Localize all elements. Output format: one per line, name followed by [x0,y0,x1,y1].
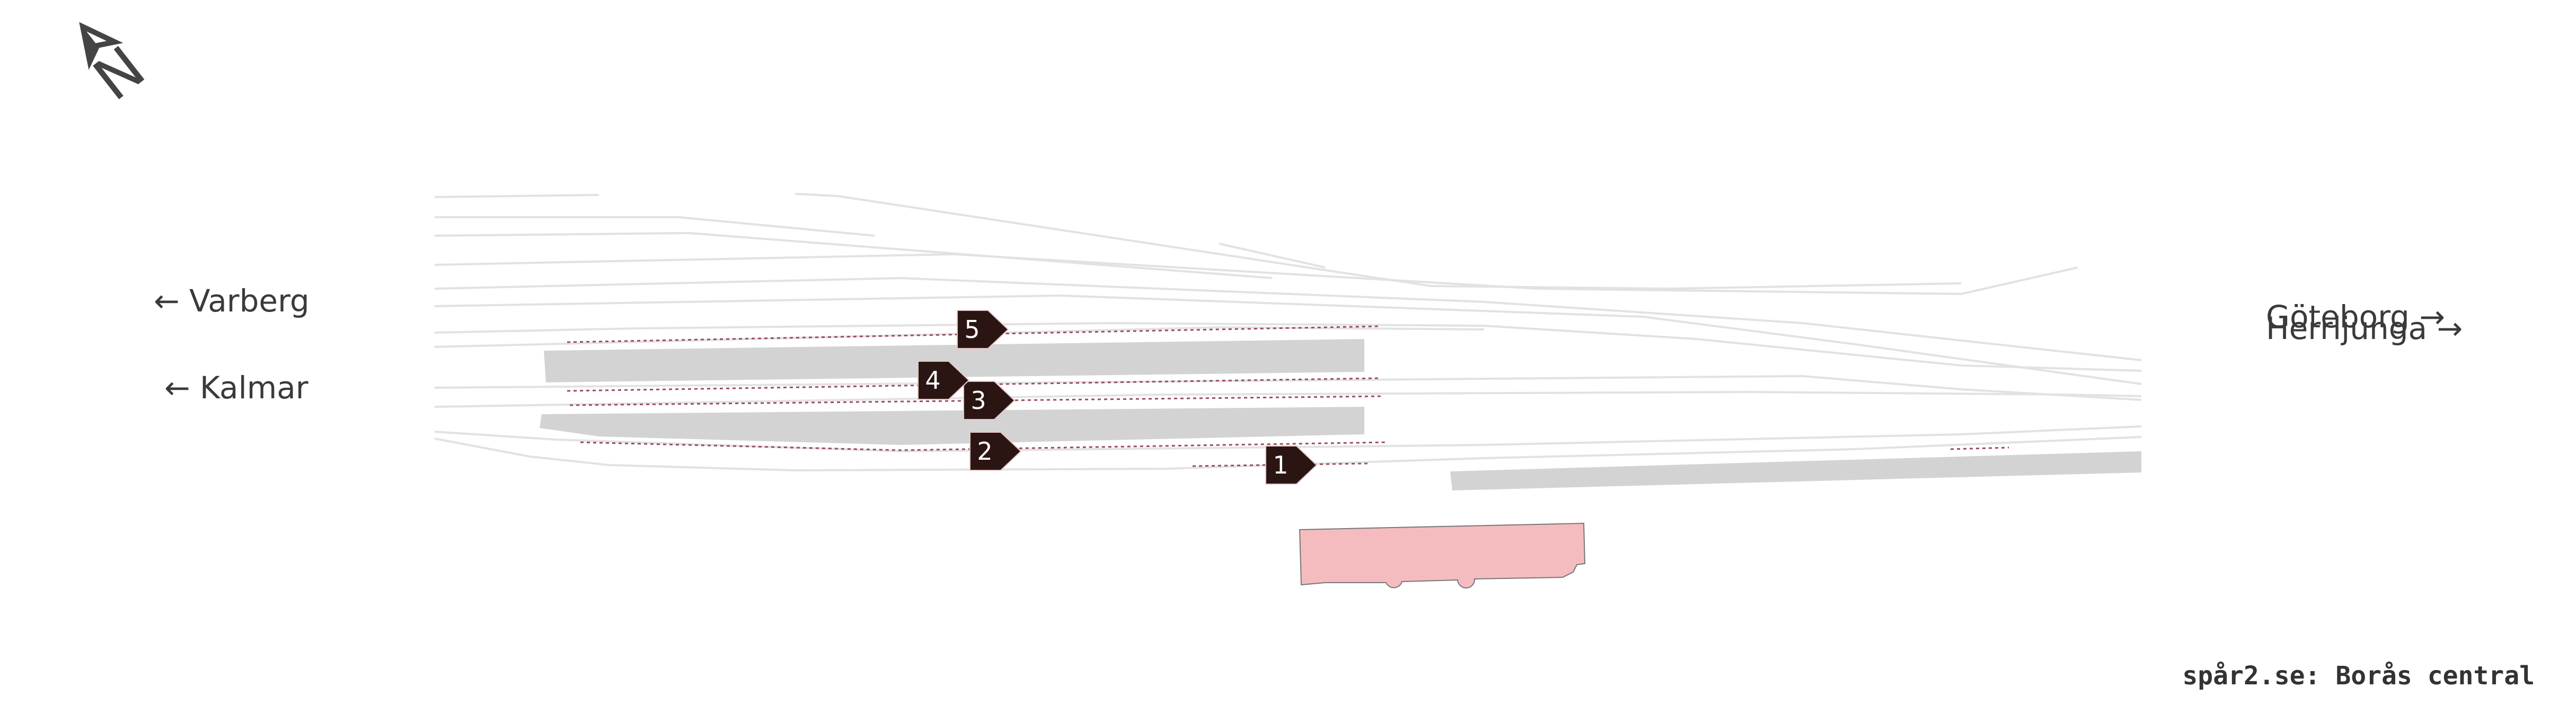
platforms [540,339,2141,490]
platform-edge-line [567,377,1379,392]
platform-middle [540,407,1364,445]
direction-kalmar: ← Kalmar [164,370,308,406]
track-number: 3 [971,386,986,415]
north-arrow-icon: N [79,22,157,113]
direction-goteborg: Göteborg → [2266,299,2445,335]
track-line [434,294,2142,385]
track-line [434,253,2078,296]
track-line [434,322,2142,372]
direction-herrljunga: Herrljunga → [2266,310,2463,346]
direction-varberg: ← Varberg [154,283,310,319]
platform-edge-line [1950,447,2009,450]
track-line [434,231,1273,279]
station-building [1299,522,1586,588]
track-marker: 2 [969,432,1022,471]
track-line [434,276,2142,361]
track-number: 5 [964,315,980,344]
track-marker: 3 [963,381,1016,420]
track-line [434,194,599,198]
platform-north [544,339,1364,382]
track-number: 1 [1273,451,1288,479]
track-number: 4 [925,366,940,395]
track-marker: 1 [1265,445,1318,485]
map-caption: spår2.se: Borås central [2182,661,2535,691]
track-marker: 4 [918,361,970,400]
track-number: 2 [977,437,992,466]
track-line [434,425,2142,453]
track-line [434,390,2142,408]
platform-edge-line [580,441,1387,451]
platform-edges [567,325,2009,467]
platform-south [1450,451,2141,490]
track-line [795,193,1962,290]
platform-edge-line [567,325,1379,343]
track-marker: 5 [957,310,1009,349]
platform-edge-line [569,395,1384,406]
track-line [435,216,875,237]
track-line [1219,243,1326,269]
